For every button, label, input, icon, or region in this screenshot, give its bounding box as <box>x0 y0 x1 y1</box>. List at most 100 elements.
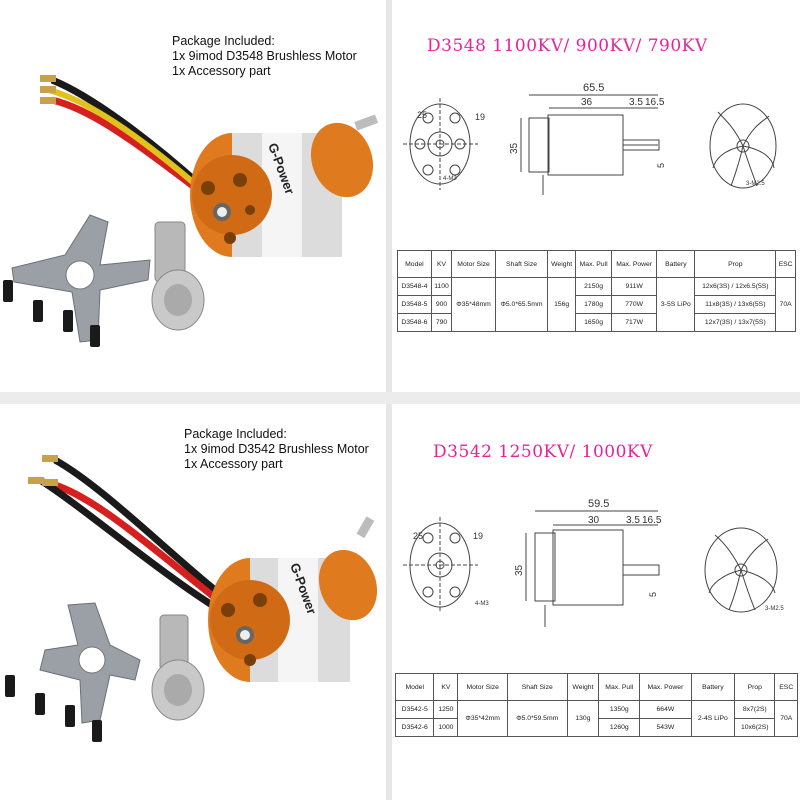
cross-mount <box>11 214 151 343</box>
rear-view <box>709 103 777 189</box>
dim-total-length: 65.5 <box>583 82 604 94</box>
side-view <box>525 510 660 627</box>
cell-power: 717W <box>611 313 658 332</box>
cell-prop: 8x7(2S) <box>734 700 776 719</box>
package-item-motor: 1x 9imod D3548 Brushless Motor <box>172 49 357 63</box>
cell-pull: 1260g <box>598 718 641 737</box>
cell-prop: 10x6(2S) <box>734 718 776 737</box>
cell-battery: 3-5S LiPo <box>656 277 696 332</box>
spec-sheet-d3542: D3542 1250KV/ 1000KV 25 19 4-M3 59.5 30 … <box>393 405 800 800</box>
th-battery: Battery <box>690 673 736 701</box>
cell-kv: 1100 <box>430 277 453 296</box>
cell-model: D3542-5 <box>394 700 435 719</box>
th-max-power: Max. Power <box>639 673 692 701</box>
cell-power: 770W <box>611 295 658 314</box>
spec-table-header: Model KV Motor Size Shaft Size Weight Ma… <box>397 250 796 278</box>
motor-illustration: G-Power <box>5 455 378 742</box>
package-list: Package Included: 1x 9imod D3548 Brushle… <box>172 34 357 79</box>
th-weight: Weight <box>547 250 577 278</box>
screws <box>5 675 102 742</box>
dimension-drawing: 25 19 4-M3 65.5 36 3.5 16.5 35 5 <box>403 82 777 195</box>
cell-pull: 2150g <box>575 277 613 296</box>
dim-shaft: 5 <box>648 592 658 597</box>
dim-body-length: 30 <box>588 515 600 526</box>
cell-esc: 70A <box>775 277 796 332</box>
dim-rear-screw: 3-M2.5 <box>765 606 784 612</box>
package-item-accessory: 1x Accessory part <box>172 64 271 78</box>
lead-wires <box>40 75 208 198</box>
th-weight: Weight <box>566 673 600 701</box>
dim-front-b: 19 <box>473 531 483 541</box>
prop-adapter <box>151 221 205 331</box>
th-max-pull: Max. Pull <box>575 250 613 278</box>
th-battery: Battery <box>656 250 696 278</box>
spec-table-header: Model KV Motor Size Shaft Size Weight Ma… <box>394 673 798 701</box>
th-esc: ESC <box>774 673 798 701</box>
table-row: D3548-5 900 1780g 770W 11x8(3S) / 13x6(5… <box>397 295 796 314</box>
th-max-power: Max. Power <box>611 250 658 278</box>
spec-heading: D3548 1100KV/ 900KV/ 790KV <box>427 36 708 56</box>
th-shaft-size: Shaft Size <box>494 250 549 278</box>
dim-d2: 16.5 <box>642 515 662 526</box>
cell-pull: 1780g <box>575 295 613 314</box>
package-list: Package Included: 1x 9imod D3542 Brushle… <box>184 427 369 472</box>
th-model: Model <box>394 673 435 701</box>
prop-adapter <box>151 614 205 721</box>
screws <box>3 280 100 347</box>
cell-model: D3548-5 <box>397 295 432 314</box>
th-prop: Prop <box>734 673 776 701</box>
table-row: D3542-6 1000 1260g 543W 10x6(2S) <box>394 718 798 737</box>
cell-shaft-size: Φ5.0*59.5mm <box>506 700 568 737</box>
spec-heading: D3542 1250KV/ 1000KV <box>433 442 653 462</box>
dim-diameter: 35 <box>514 564 525 576</box>
dim-screw: 4-M3 <box>475 601 489 607</box>
cell-motor-size: Φ35*48mm <box>451 277 496 332</box>
cross-mount <box>39 602 141 724</box>
cell-power: 664W <box>639 700 692 719</box>
cell-prop: 11x8(3S) / 13x6(5S) <box>694 295 777 314</box>
motor-illustration: G-Power <box>3 75 379 347</box>
cell-prop: 12x7(3S) / 13x7(5S) <box>694 313 777 332</box>
th-prop: Prop <box>694 250 777 278</box>
table-row: D3542-5 1250 Φ35*42mm Φ5.0*59.5mm 130g 1… <box>394 700 798 737</box>
dimension-drawing: 25 19 4-M3 59.5 30 3.5 16.5 35 5 <box>403 498 784 627</box>
spec-table: Model KV Motor Size Shaft Size Weight Ma… <box>397 250 796 332</box>
dim-total-length: 59.5 <box>588 498 609 510</box>
cell-pull: 1350g <box>598 700 641 719</box>
th-kv: KV <box>433 673 459 701</box>
dim-shaft: 5 <box>656 163 666 168</box>
package-title: Package Included: <box>172 34 275 48</box>
cell-power: 911W <box>611 277 658 296</box>
th-motor-size: Motor Size <box>451 250 496 278</box>
cell-prop: 12x6(3S) / 12x6.5(5S) <box>694 277 777 296</box>
cell-battery: 2-4S LiPo <box>690 700 736 737</box>
lead-wires <box>28 455 221 608</box>
package-item-accessory: 1x Accessory part <box>184 457 283 471</box>
front-view <box>403 98 478 190</box>
cell-model: D3548-6 <box>397 313 432 332</box>
dim-rear-screw: 3-M2.5 <box>746 181 765 187</box>
cell-weight: 156g <box>547 277 577 332</box>
dim-front-a: 25 <box>413 531 423 541</box>
package-item-motor: 1x 9imod D3542 Brushless Motor <box>184 442 369 456</box>
motor-body: G-Power <box>190 114 379 257</box>
table-row: D3548-4 1100 Φ35*48mm Φ5.0*65.5mm 156g 2… <box>397 277 796 332</box>
cell-kv: 1250 <box>433 700 459 719</box>
cell-esc: 70A <box>774 700 798 737</box>
cell-pull: 1650g <box>575 313 613 332</box>
table-row: D3548-6 790 1650g 717W 12x7(3S) / 13x7(5… <box>397 313 796 332</box>
cell-weight: 130g <box>566 700 600 737</box>
th-model: Model <box>397 250 432 278</box>
side-view <box>520 94 660 195</box>
dim-body-length: 36 <box>581 97 593 108</box>
package-title: Package Included: <box>184 427 287 441</box>
dim-front-a: 25 <box>417 110 427 120</box>
product-photo-d3548: Package Included: 1x 9imod D3548 Brushle… <box>0 0 385 390</box>
th-shaft-size: Shaft Size <box>506 673 568 701</box>
rear-view <box>704 527 778 613</box>
cell-kv: 1000 <box>433 718 459 737</box>
horizontal-separator <box>0 392 800 404</box>
th-esc: ESC <box>775 250 796 278</box>
dim-d1: 3.5 <box>629 97 643 108</box>
spec-table: Model KV Motor Size Shaft Size Weight Ma… <box>394 673 798 737</box>
